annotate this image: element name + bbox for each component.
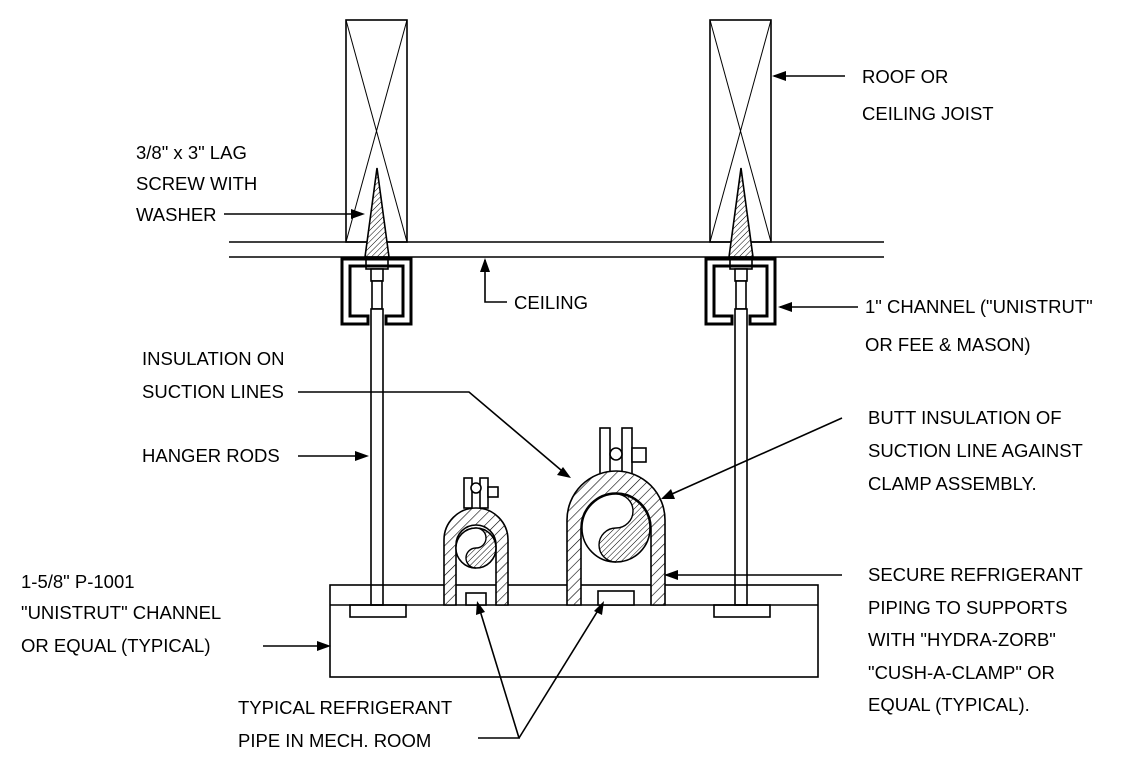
lag-screw-right: [728, 167, 754, 270]
label-secure-line-3: WITH "HYDRA-ZORB": [868, 629, 1056, 650]
label-lag-screw-line-3: WASHER: [136, 204, 217, 225]
label-channel: 1" CHANNEL ("UNISTRUT" OR FEE & MASON): [865, 296, 1093, 355]
label-roof-joist-line-2: CEILING JOIST: [862, 103, 994, 124]
label-unistrut-line-3: OR EQUAL (TYPICAL): [21, 635, 211, 656]
label-lag-screw-line-1: 3/8" x 3" LAG: [136, 142, 247, 163]
channel-right: [704, 257, 777, 326]
label-secure-line-5: EQUAL (TYPICAL).: [868, 694, 1030, 715]
label-insulation: INSULATION ON SUCTION LINES: [142, 348, 285, 402]
label-butt-insulation-line-2: SUCTION LINE AGAINST: [868, 440, 1083, 461]
label-roof-joist-line-1: ROOF OR: [862, 66, 948, 87]
label-typical-pipe: TYPICAL REFRIGERANT PIPE IN MECH. ROOM: [238, 697, 452, 751]
label-butt-insulation-line-1: BUTT INSULATION OF: [868, 407, 1062, 428]
label-insulation-line-2: SUCTION LINES: [142, 381, 284, 402]
label-typical-pipe-line-1: TYPICAL REFRIGERANT: [238, 697, 452, 718]
label-unistrut-line-2: "UNISTRUT" CHANNEL: [21, 602, 221, 623]
label-butt-insulation-line-3: CLAMP ASSEMBLY.: [868, 473, 1037, 494]
label-butt-insulation: BUTT INSULATION OF SUCTION LINE AGAINST …: [868, 407, 1083, 494]
label-unistrut: 1-5/8" P-1001 "UNISTRUT" CHANNEL OR EQUA…: [21, 571, 221, 656]
label-secure-line-2: PIPING TO SUPPORTS: [868, 597, 1067, 618]
label-lag-screw: 3/8" x 3" LAG SCREW WITH WASHER: [136, 142, 257, 225]
label-ceiling: CEILING: [514, 292, 588, 313]
label-insulation-line-1: INSULATION ON: [142, 348, 285, 369]
hanger-rod-right: [734, 308, 748, 606]
label-channel-line-1: 1" CHANNEL ("UNISTRUT": [865, 296, 1093, 317]
label-unistrut-line-1: 1-5/8" P-1001: [21, 571, 135, 592]
pipe-clamp-small: [443, 477, 509, 606]
pipe-clamp-large: [566, 427, 666, 606]
lag-screw-left: [364, 167, 390, 270]
ceiling-line: [229, 241, 884, 258]
label-channel-line-2: OR FEE & MASON): [865, 334, 1031, 355]
label-secure: SECURE REFRIGERANT PIPING TO SUPPORTS WI…: [868, 564, 1083, 715]
label-hanger-rods: HANGER RODS: [142, 445, 280, 466]
label-lag-screw-line-2: SCREW WITH: [136, 173, 257, 194]
label-secure-line-1: SECURE REFRIGERANT: [868, 564, 1083, 585]
leaders: [224, 71, 858, 739]
label-secure-line-4: "CUSH-A-CLAMP" OR: [868, 662, 1055, 683]
label-roof-joist: ROOF OR CEILING JOIST: [862, 66, 994, 124]
label-typical-pipe-line-2: PIPE IN MECH. ROOM: [238, 730, 431, 751]
hanger-rod-left: [370, 308, 384, 606]
